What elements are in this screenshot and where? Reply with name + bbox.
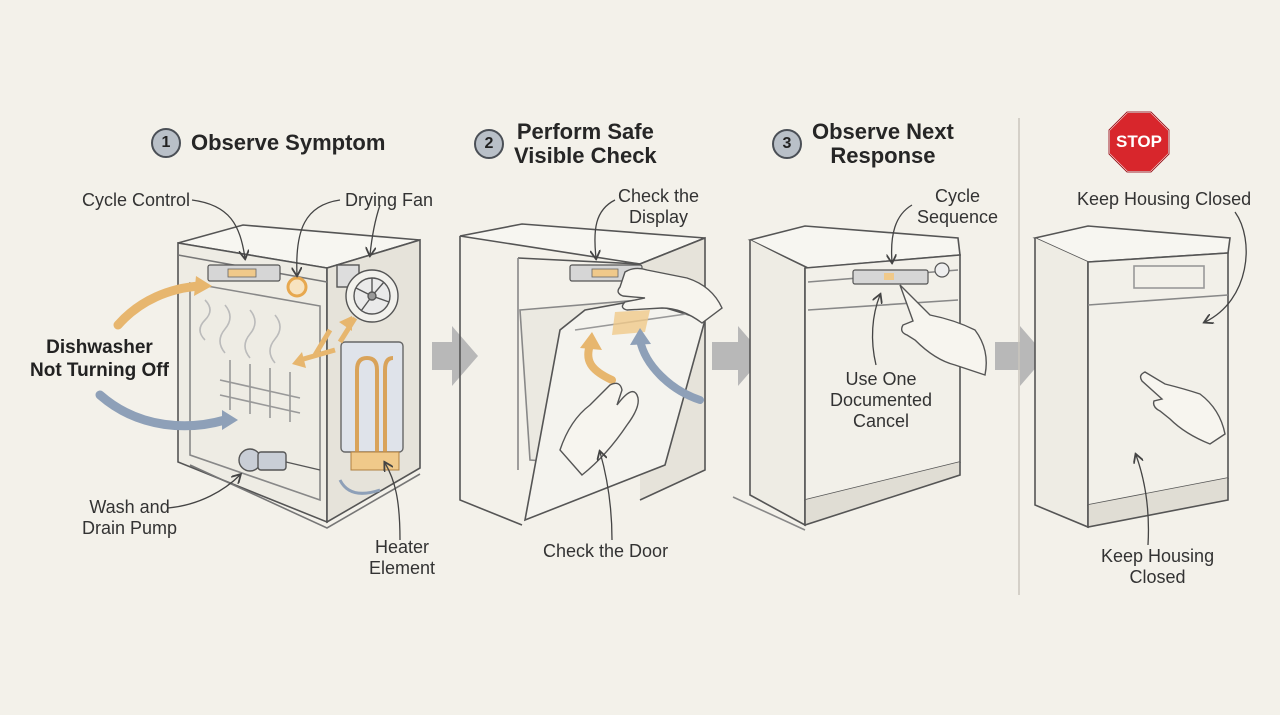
- dishwasher-housing-closed: [1032, 225, 1231, 529]
- hand-icon: [559, 267, 723, 476]
- check-door-label: Check the Door: [543, 541, 669, 561]
- step-number-badge: 3: [772, 129, 802, 159]
- leader-lines: [595, 199, 616, 541]
- drying-fan-label: Drying Fan: [345, 190, 434, 210]
- flow-arrow-icon: [113, 281, 205, 330]
- flow-arrow-icon: [95, 390, 230, 431]
- stop-sign-text: STOP: [1116, 132, 1162, 151]
- step-1-heading: 1 Observe Symptom: [151, 128, 385, 158]
- keep-housing-closed-top-label: Keep Housing Closed: [1077, 189, 1252, 209]
- step-number-badge: 2: [474, 129, 504, 159]
- flow-arrow-icon: [636, 336, 704, 404]
- leader-lines: [871, 204, 913, 366]
- step-number-badge: 1: [151, 128, 181, 158]
- fan-icon: [336, 264, 399, 323]
- heater-icon: [340, 341, 404, 471]
- cycle-control-label: Cycle Control: [82, 190, 191, 210]
- dishwasher-open-door: [459, 223, 706, 526]
- control-knob: [286, 276, 308, 298]
- flow-arrow-icon: [995, 326, 1046, 386]
- step-title: Observe Symptom: [191, 130, 386, 155]
- pump-icon: [238, 448, 381, 495]
- hand-icon: [899, 284, 987, 376]
- leader-lines: [1136, 211, 1247, 546]
- hand-icon: [1139, 371, 1226, 445]
- flow-arrow-icon: [432, 326, 478, 386]
- leader-lines: [167, 199, 401, 541]
- stop-sign: STOP: [1109, 112, 1169, 172]
